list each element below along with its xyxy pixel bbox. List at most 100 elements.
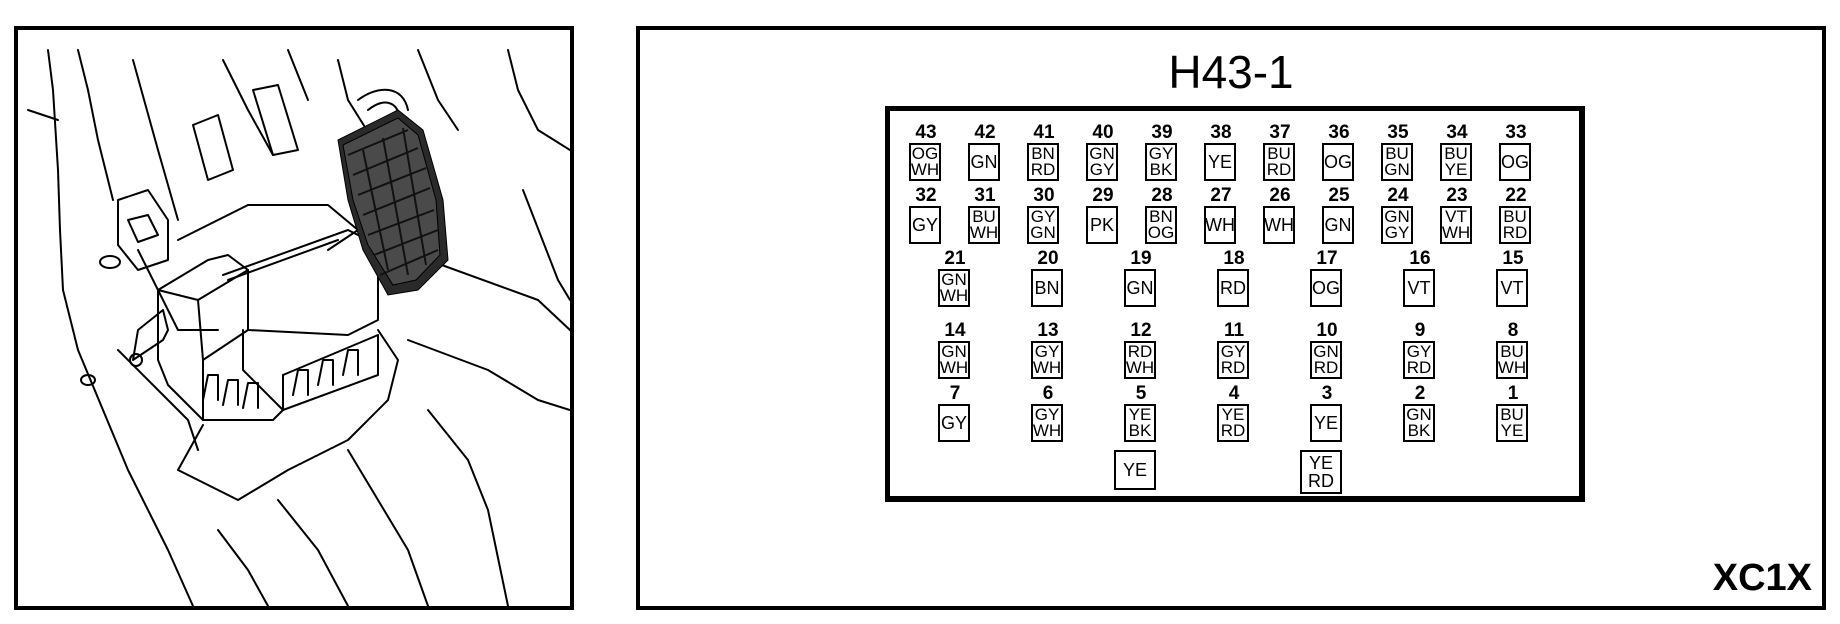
lead-wire-color: YE RD: [1300, 450, 1342, 494]
pin-wire-color: PK: [1086, 206, 1118, 244]
pin-number: 16: [1409, 248, 1431, 269]
pin-wire-color: BU WH: [968, 206, 1000, 244]
pin-number: 23: [1446, 185, 1468, 206]
pin-number: 20: [1037, 248, 1059, 269]
pin-wire-color: GN GY: [1381, 206, 1413, 244]
pin-wire-color: YE RD: [1217, 404, 1249, 442]
pin-number: 6: [1042, 383, 1054, 404]
pin-wire-color: RD: [1217, 269, 1249, 307]
pin-number: 34: [1446, 122, 1468, 143]
pin-number: 15: [1502, 248, 1524, 269]
pin-number: 38: [1210, 122, 1232, 143]
pin-wire-color: BU GN: [1381, 143, 1413, 181]
pin-number: 24: [1387, 185, 1409, 206]
pin-number: 2: [1414, 383, 1426, 404]
pin-wire-color: GY GN: [1027, 206, 1059, 244]
pin-wire-color: OG: [1499, 143, 1531, 181]
pin-number: 43: [915, 122, 937, 143]
pin-wire-color: BN RD: [1027, 143, 1059, 181]
variant-code: XC1X: [1712, 557, 1812, 599]
pin-wire-color: VT: [1403, 269, 1435, 307]
pin-number: 42: [974, 122, 996, 143]
pin-number: 41: [1033, 122, 1055, 143]
pin-wire-color: GN WH: [938, 341, 970, 379]
pin-wire-color: GY RD: [1403, 341, 1435, 379]
pin-number: 4: [1228, 383, 1240, 404]
pin-number: 3: [1321, 383, 1333, 404]
pin-wire-color: BU YE: [1496, 404, 1528, 442]
pin-wire-color: RD WH: [1124, 341, 1156, 379]
pin-number: 39: [1151, 122, 1173, 143]
pin-wire-color: GN WH: [938, 269, 970, 307]
pin-number: 9: [1414, 320, 1426, 341]
pin-wire-color: BU WH: [1496, 341, 1528, 379]
pin-wire-color: GN BK: [1403, 404, 1435, 442]
pin-wire-color: YE: [1310, 404, 1342, 442]
pin-number: 22: [1505, 185, 1527, 206]
connector-location-illustration: [27, 49, 570, 606]
pin-number: 35: [1387, 122, 1409, 143]
pin-number: 1: [1507, 383, 1519, 404]
pin-number: 17: [1316, 248, 1338, 269]
pin-wire-color: OG WH: [909, 143, 941, 181]
pin-number: 32: [915, 185, 937, 206]
pin-wire-color: BU RD: [1499, 206, 1531, 244]
connector-block-dark: [337, 109, 449, 296]
connector-title: H43-1: [1168, 46, 1294, 98]
pin-wire-color: GN: [968, 143, 1000, 181]
pin-wire-color: OG: [1322, 143, 1354, 181]
pin-wire-color: VT WH: [1440, 206, 1472, 244]
pin-wire-color: GN RD: [1310, 341, 1342, 379]
pin-wire-color: VT: [1496, 269, 1528, 307]
pin-wire-color: BN OG: [1145, 206, 1177, 244]
pin-wire-color: BU RD: [1263, 143, 1295, 181]
pin-number: 21: [944, 248, 966, 269]
pin-number: 33: [1505, 122, 1527, 143]
pin-wire-color: GY RD: [1217, 341, 1249, 379]
pin-number: 14: [944, 320, 966, 341]
pin-number: 30: [1033, 185, 1055, 206]
pin-wire-color: GY: [909, 206, 941, 244]
pin-wire-color: GY WH: [1031, 341, 1063, 379]
pin-wire-color: GN GY: [1086, 143, 1118, 181]
pin-number: 25: [1328, 185, 1350, 206]
pin-wire-color: YE BK: [1124, 404, 1156, 442]
pin-number: 11: [1223, 320, 1245, 341]
pin-wire-color: BN: [1031, 269, 1063, 307]
pin-wire-color: GY: [938, 404, 970, 442]
